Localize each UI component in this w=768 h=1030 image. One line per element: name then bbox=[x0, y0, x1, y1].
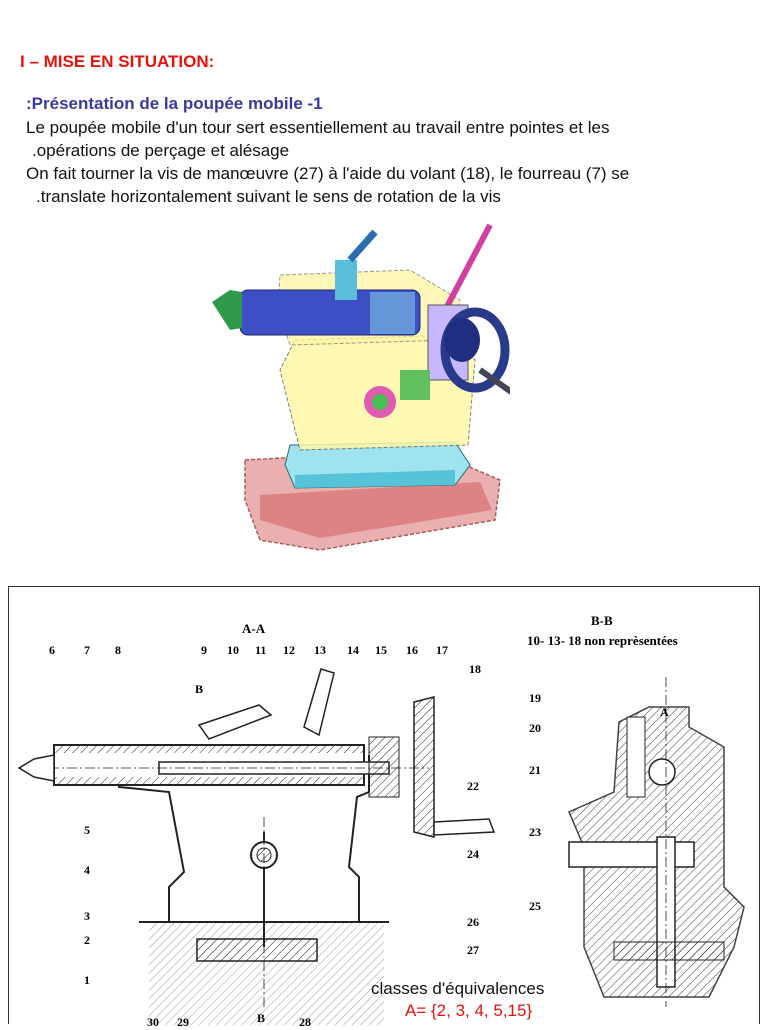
section-letter-b-top: B bbox=[195, 682, 204, 696]
technical-drawing: A-A B-B 10- 13- 18 non reprèsentées B B … bbox=[8, 586, 760, 1029]
part-number: 16 bbox=[406, 643, 418, 657]
part-number: 27 bbox=[467, 943, 479, 957]
part-number: 18 bbox=[469, 662, 481, 676]
technical-drawing-svg bbox=[17, 668, 745, 1025]
part-number: 24 bbox=[467, 847, 479, 861]
paragraph-line-4: .translate horizontalement suivant le se… bbox=[36, 187, 501, 206]
paragraph-line-2: .opérations de perçage et alésage bbox=[32, 141, 290, 160]
part-number: 25 bbox=[529, 899, 541, 913]
part-number: 11 bbox=[255, 643, 267, 657]
part-number: 8 bbox=[115, 643, 121, 657]
part-number: 6 bbox=[49, 643, 55, 657]
part-number: 1 bbox=[84, 973, 90, 987]
part-number: 28 bbox=[299, 1015, 311, 1029]
tailstock-3d-illustration bbox=[212, 223, 510, 551]
part-number: 21 bbox=[529, 763, 541, 777]
subtitle: :Présentation de la poupée mobile -1 bbox=[26, 94, 323, 113]
part-number: 14 bbox=[347, 643, 359, 657]
part-number: 29 bbox=[177, 1015, 189, 1029]
part-number: 26 bbox=[467, 915, 479, 929]
part-number: 23 bbox=[529, 825, 541, 839]
part-number: 17 bbox=[436, 643, 448, 657]
view-bb-note: 10- 13- 18 non reprèsentées bbox=[527, 633, 678, 648]
part-number: 4 bbox=[84, 863, 90, 877]
part-number: 10 bbox=[227, 643, 239, 657]
part-number: 9 bbox=[201, 643, 207, 657]
section-letter-a: A bbox=[660, 705, 669, 719]
part-number: 22 bbox=[467, 779, 479, 793]
part-number: 5 bbox=[84, 823, 90, 837]
part-number: 2 bbox=[84, 933, 90, 947]
part-number: 19 bbox=[529, 691, 541, 705]
part-number: 20 bbox=[529, 721, 541, 735]
paragraph-line-3: On fait tourner la vis de manœuvre (27) … bbox=[26, 164, 630, 183]
view-aa-title: A-A bbox=[242, 621, 266, 636]
part-number: 13 bbox=[314, 643, 326, 657]
view-bb-title: B-B bbox=[591, 613, 613, 628]
equivalence-class-a: A= {2, 3, 4, 5,15} bbox=[405, 1001, 533, 1020]
part-number: 15 bbox=[375, 643, 387, 657]
part-number: 12 bbox=[283, 643, 295, 657]
part-number: 3 bbox=[84, 909, 90, 923]
equivalence-title: classes d'équivalences bbox=[371, 979, 545, 998]
part-number: 30 bbox=[147, 1015, 159, 1029]
part-number: 7 bbox=[84, 643, 90, 657]
section-letter-b-bottom: B bbox=[257, 1011, 266, 1025]
paragraph-line-1: Le poupée mobile d'un tour sert essentie… bbox=[26, 118, 610, 137]
section-title: I – MISE EN SITUATION: bbox=[20, 52, 215, 71]
